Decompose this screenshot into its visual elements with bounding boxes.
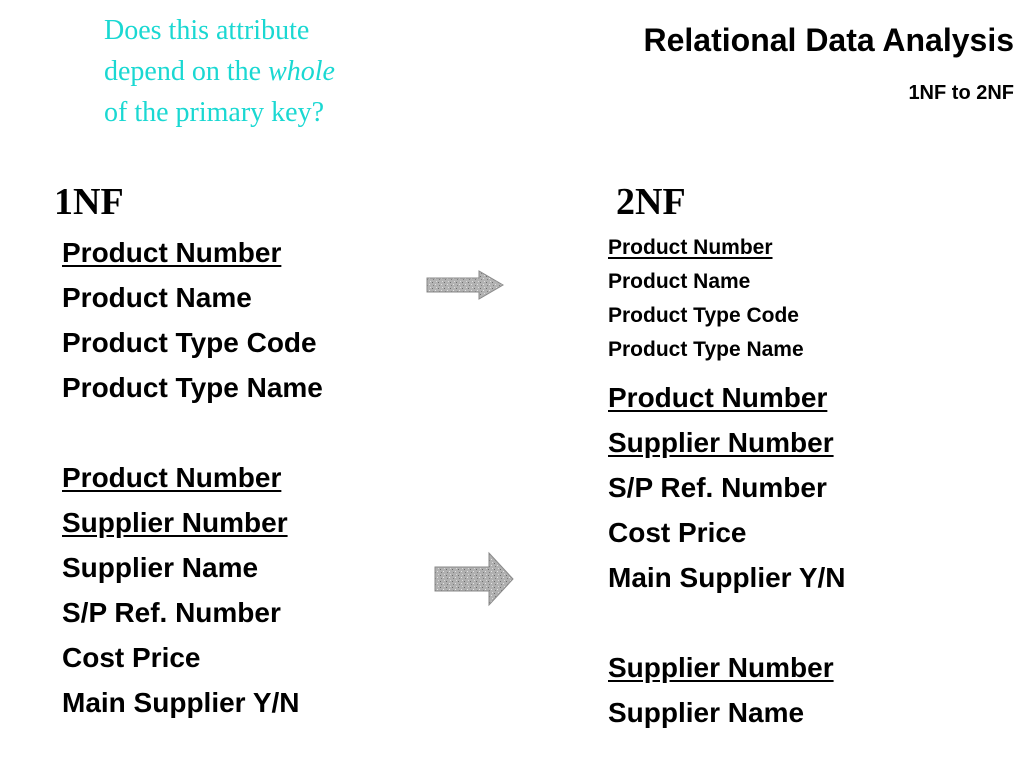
attribute: S/P Ref. Number: [608, 472, 827, 503]
2nf-supplier-group: Supplier Number Supplier Name: [608, 645, 834, 735]
attribute: Supplier Name: [62, 552, 259, 583]
1nf-product-supplier-group: Product Number Supplier Number Supplier …: [62, 455, 300, 725]
attribute-key: Product Number: [608, 382, 828, 413]
right-arrow-icon: [426, 270, 504, 300]
1nf-product-group: Product Number Product Name Product Type…: [62, 230, 323, 410]
attribute: Product Name: [62, 282, 252, 313]
attribute: Product Type Code: [62, 327, 317, 358]
2nf-product-supplier-group: Product Number Supplier Number S/P Ref. …: [608, 375, 846, 600]
attribute-key: Product Number: [62, 462, 282, 493]
attribute: Cost Price: [62, 642, 201, 673]
slide-title: Relational Data Analysis: [643, 22, 1015, 58]
attribute: S/P Ref. Number: [62, 597, 281, 628]
attribute: Product Type Name: [608, 338, 804, 361]
question-text-after: of the primary key?: [104, 97, 325, 128]
question-callout: Does this attribute depend on the whole …: [104, 10, 354, 133]
heading-1nf: 1NF: [54, 181, 124, 223]
right-arrow-icon: [434, 551, 514, 607]
attribute: Cost Price: [608, 517, 747, 548]
attribute-key: Supplier Number: [608, 427, 834, 458]
slide-subtitle: 1NF to 2NF: [908, 82, 1014, 104]
attribute-key: Product Number: [608, 236, 773, 259]
question-text-before: Does this attribute depend on the: [104, 15, 310, 87]
attribute-key: Supplier Number: [62, 507, 288, 538]
attribute: Main Supplier Y/N: [608, 562, 846, 593]
attribute: Product Type Code: [608, 304, 799, 327]
attribute-key: Supplier Number: [608, 652, 834, 683]
attribute: Supplier Name: [608, 697, 805, 728]
attribute: Product Type Name: [62, 372, 323, 403]
heading-2nf: 2NF: [616, 181, 686, 223]
attribute: Main Supplier Y/N: [62, 687, 300, 718]
attribute: Product Name: [608, 270, 751, 293]
question-emphasis: whole: [268, 56, 335, 87]
attribute-key: Product Number: [62, 237, 282, 268]
2nf-product-group: Product Number Product Name Product Type…: [608, 231, 804, 367]
